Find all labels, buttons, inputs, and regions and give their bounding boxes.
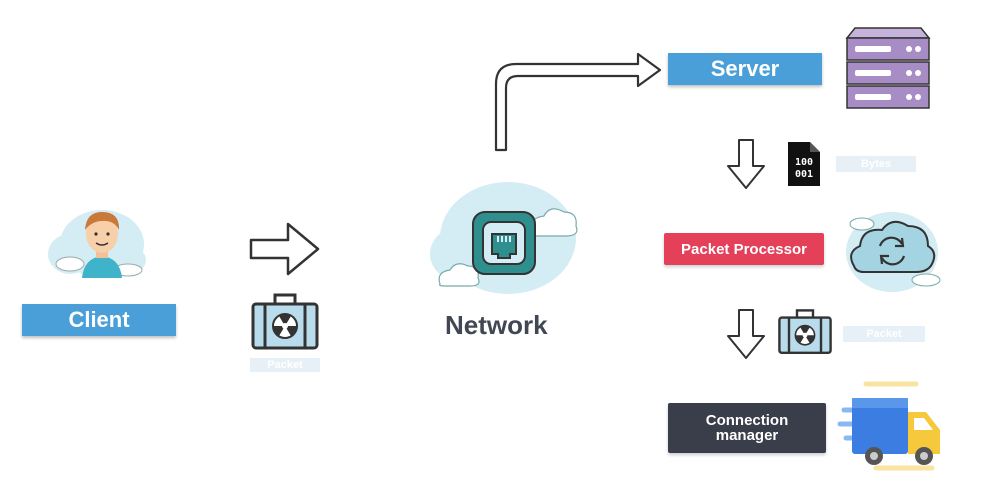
packet-processor-label: Packet Processor	[664, 233, 824, 265]
binary-text-bottom: 001	[795, 169, 813, 180]
connection-manager-line2: manager	[715, 427, 779, 444]
server-label: Server	[668, 53, 822, 85]
packet-briefcase-icon	[251, 293, 319, 350]
down-arrow-icon	[727, 139, 765, 189]
connection-manager-line1: Connection	[705, 412, 789, 429]
client-packet-tag: Packet	[250, 358, 320, 372]
bent-arrow-icon	[494, 52, 662, 152]
server-rack-icon	[845, 27, 931, 109]
network-router-icon	[430, 182, 578, 294]
binary-file-icon: 100 001	[788, 142, 820, 186]
network-label: Network	[445, 310, 548, 340]
down-arrow-icon	[727, 309, 765, 359]
bytes-tag: Bytes	[836, 156, 916, 172]
client-avatar-icon	[48, 210, 146, 278]
connection-manager-label: Connection manager	[668, 403, 826, 453]
packet-briefcase-icon	[778, 309, 832, 354]
delivery-truck-icon	[837, 381, 940, 471]
client-label: Client	[22, 304, 176, 336]
cloud-sync-icon	[846, 212, 941, 292]
binary-text-top: 100	[795, 157, 813, 168]
processor-packet-tag: Packet	[843, 326, 925, 342]
right-arrow-icon	[249, 222, 320, 276]
